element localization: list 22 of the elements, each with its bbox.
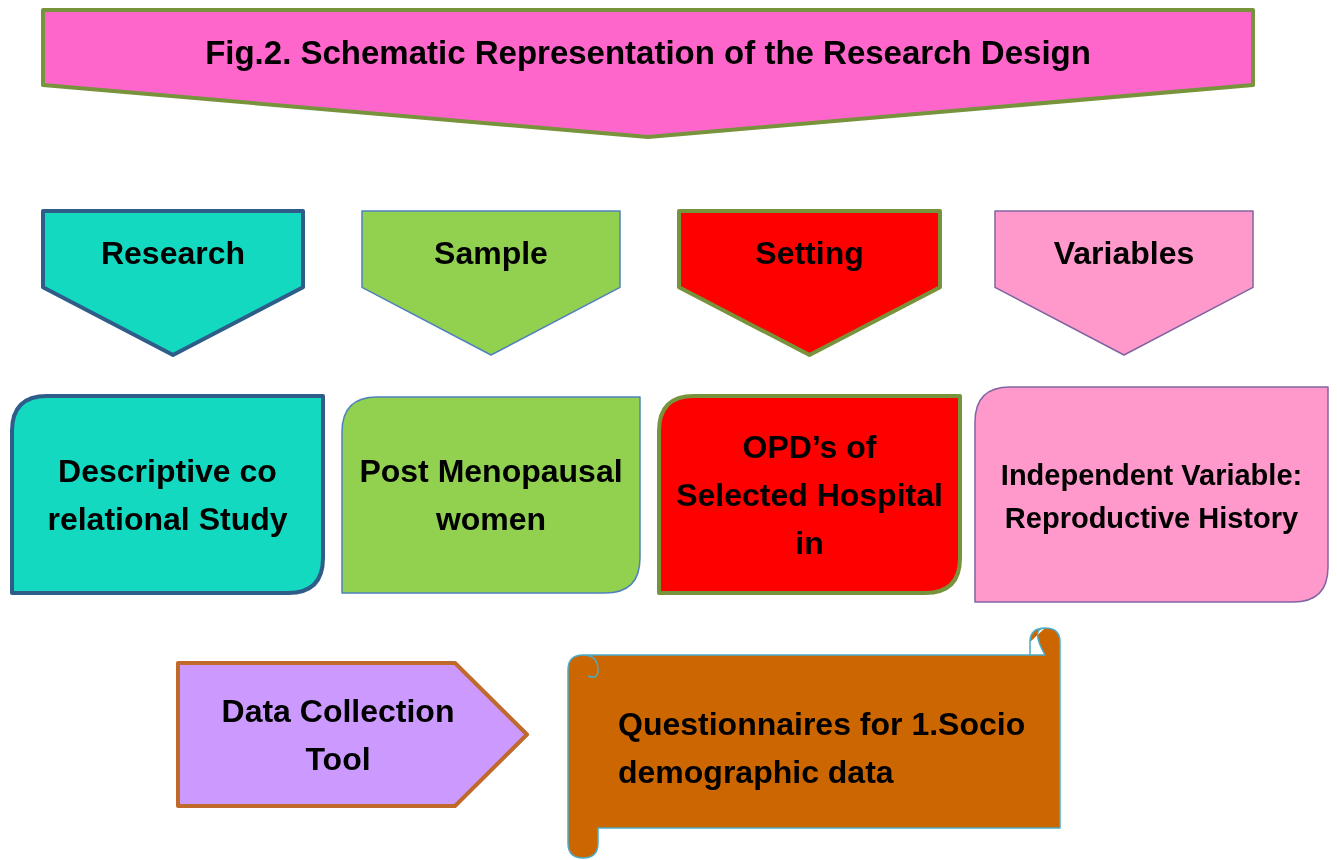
node-text: Variables xyxy=(1053,234,1195,273)
rounded-box xyxy=(342,397,640,593)
node-text: Independent Variable: Reproductive History xyxy=(999,457,1304,536)
node-text: Fig.2. Schematic Representation of the Research Design xyxy=(205,33,1091,74)
node-text: Data Collection Tool xyxy=(220,691,456,779)
scroll-shape xyxy=(568,628,1060,858)
rounded-box xyxy=(12,396,323,593)
node-text: OPD’s of Selected Hospital in xyxy=(675,427,944,563)
chevron-shape xyxy=(362,211,620,355)
chevron-shape xyxy=(995,211,1253,355)
rounded-box xyxy=(975,387,1328,602)
node-text: Setting xyxy=(755,234,864,273)
node-text: Sample xyxy=(434,234,548,273)
node-text: Questionnaires for 1.Socio demographic data xyxy=(618,705,1027,792)
node-text: Post Menopausal women xyxy=(358,452,624,539)
rounded-box xyxy=(659,396,960,593)
node-text: Descriptive co relational Study xyxy=(46,451,289,539)
arrow-shape xyxy=(178,663,527,806)
title-banner xyxy=(43,10,1253,137)
chevron-shape xyxy=(679,211,940,355)
chevron-shape xyxy=(43,211,303,355)
node-text: Research xyxy=(100,234,246,273)
